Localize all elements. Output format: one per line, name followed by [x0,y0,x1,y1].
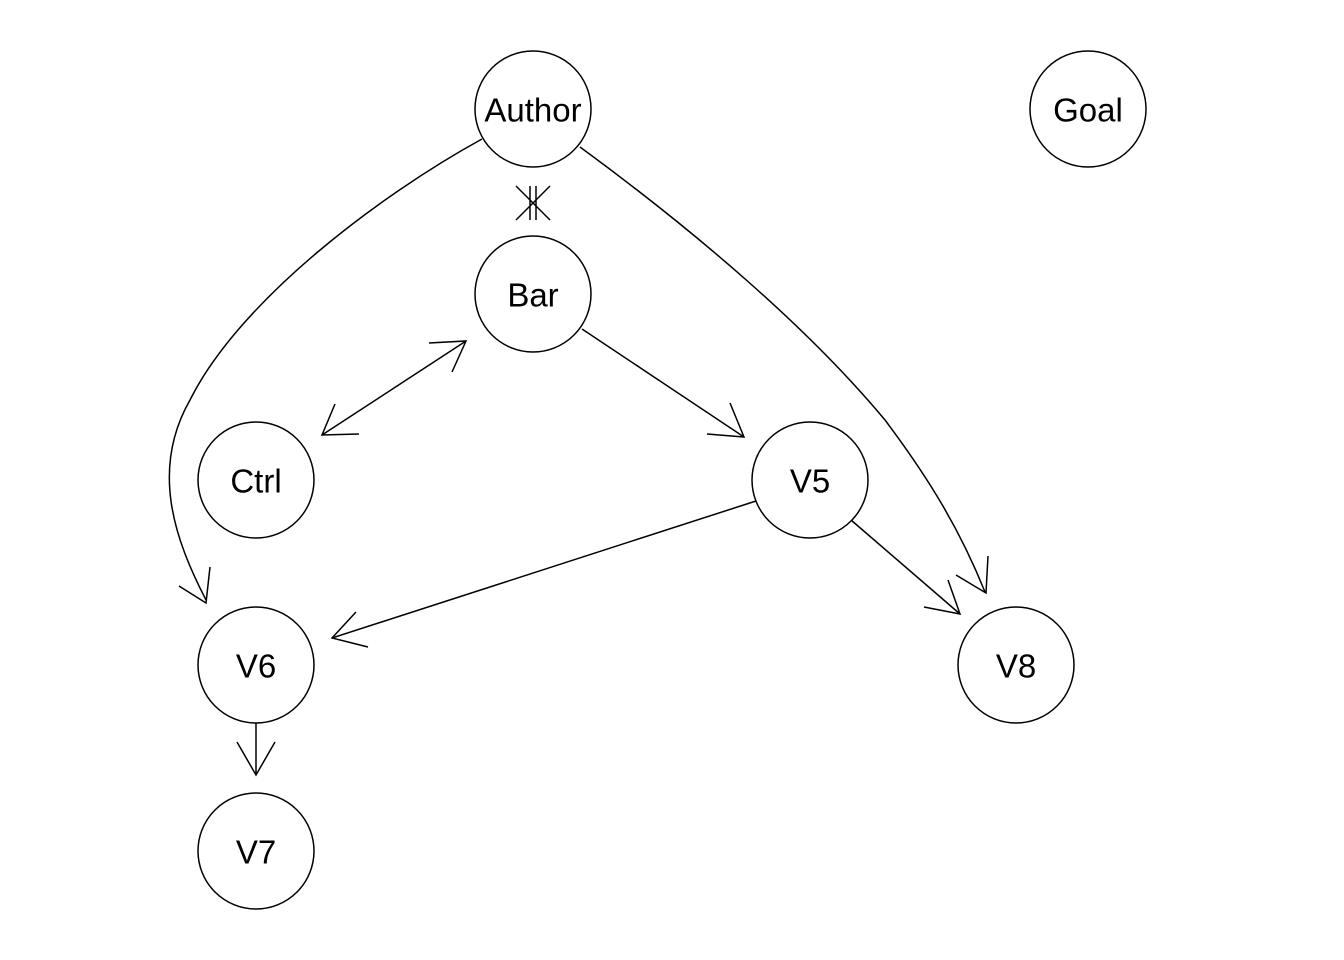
node-v6[interactable]: V6 [197,606,315,724]
node-bar[interactable]: Bar [474,235,592,353]
edge-bar-v5 [581,328,746,438]
node-v8[interactable]: V8 [957,606,1075,724]
node-goal-circle [1029,50,1147,168]
edge-author-v6 [168,138,483,605]
edge-v5-v6 [330,500,757,648]
node-v6-circle [197,606,315,724]
node-v8-circle [957,606,1075,724]
node-v5-label: V5 [790,463,830,500]
node-author-circle [474,50,592,168]
node-v5-circle [751,421,869,539]
edge-author-bar-blocked [515,185,551,221]
node-v8-label: V8 [996,648,1036,685]
node-v6-label: V6 [236,648,276,685]
node-v7[interactable]: V7 [197,792,315,910]
edge-v5-v8 [850,519,962,615]
edge-bar-ctrl [320,340,468,436]
edge-author-v8 [579,146,989,595]
node-v7-circle [197,792,315,910]
node-ctrl-label: Ctrl [230,463,281,500]
node-author-label: Author [484,92,581,129]
node-goal[interactable]: Goal [1029,50,1147,168]
node-ctrl[interactable]: Ctrl [197,421,315,539]
node-bar-circle [474,235,592,353]
node-author[interactable]: Author [474,50,592,168]
node-v5[interactable]: V5 [751,421,869,539]
node-ctrl-circle [197,421,315,539]
node-v7-label: V7 [236,834,276,871]
edges [168,138,989,777]
edge-v6-v7 [236,723,276,777]
node-bar-label: Bar [507,277,558,314]
node-goal-label: Goal [1053,92,1123,129]
